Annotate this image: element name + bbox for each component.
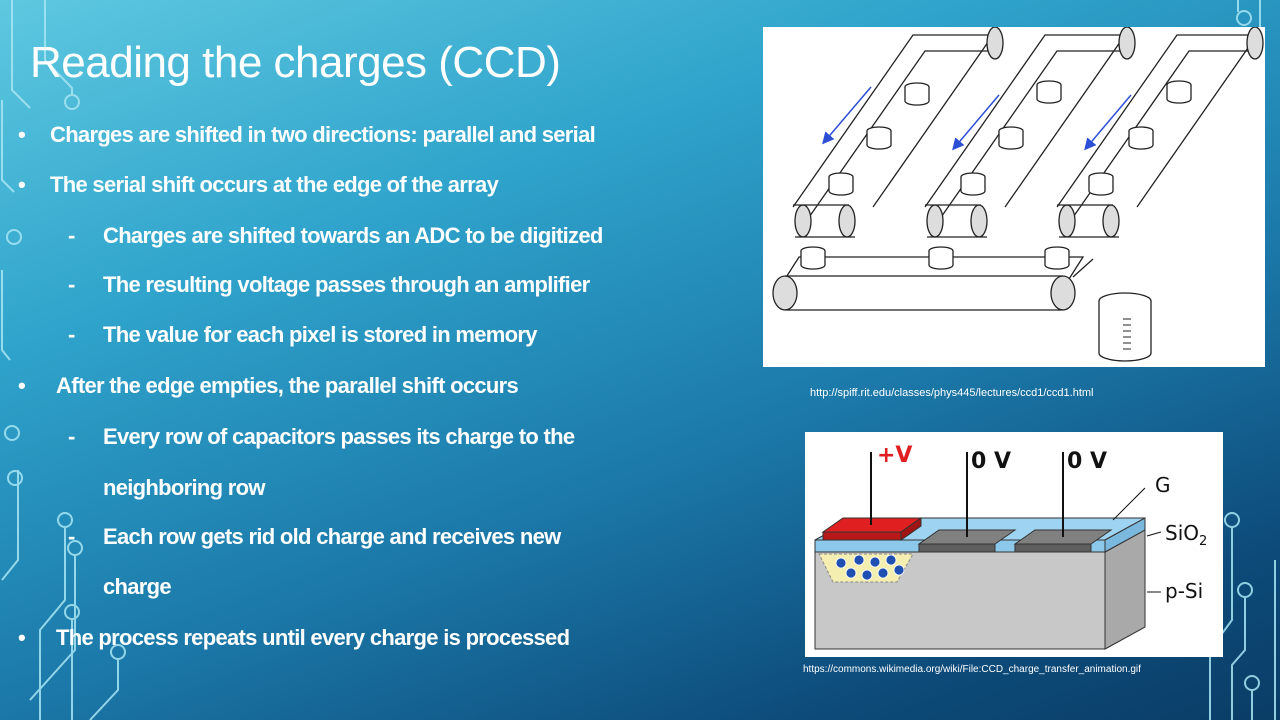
bullet-text: The serial shift occurs at the edge of t… — [50, 172, 499, 197]
bullet-text: After the edge empties, the parallel shi… — [56, 373, 519, 398]
cross-section-illustration: +V 0 V 0 V G SiO2 p-Si — [814, 443, 1207, 650]
sub-bullet-marker: - — [68, 424, 75, 449]
bullet-marker: • — [18, 122, 26, 147]
ccd-cross-section-figure: +V 0 V 0 V G SiO2 p-Si — [805, 432, 1223, 657]
parallel-belt-1 — [792, 26, 1004, 238]
continuation-text: neighboring row — [103, 475, 266, 500]
sub-bullet-marker: - — [68, 272, 75, 297]
parallel-belt-2 — [924, 26, 1136, 238]
sub-bullet-text: The value for each pixel is stored in me… — [103, 322, 538, 347]
label-psi: p-Si — [1165, 579, 1203, 603]
sub-bullet-marker: - — [68, 223, 75, 248]
label-sio2: SiO2 — [1165, 521, 1207, 549]
figure2-credit[interactable]: https://commons.wikimedia.org/wiki/File:… — [803, 664, 1141, 675]
charge-buckets — [800, 80, 1192, 270]
electrons — [835, 554, 905, 581]
bullet-marker: • — [18, 172, 26, 197]
sub-bullet-marker: - — [68, 524, 75, 549]
sub-bullet-text: Every row of capacitors passes its charg… — [103, 424, 575, 449]
parallel-belt-3 — [1056, 26, 1264, 238]
label-plus-v: +V — [877, 443, 912, 468]
conveyor-illustration — [772, 26, 1264, 362]
ccd-conveyor-figure — [763, 26, 1265, 367]
sub-bullet-text: The resulting voltage passes through an … — [103, 272, 590, 297]
bullet-text: The process repeats until every charge i… — [56, 625, 570, 650]
label-zero-v-1: 0 V — [971, 449, 1011, 474]
figure1-credit[interactable]: http://spiff.rit.edu/classes/phys445/lec… — [810, 387, 1094, 399]
bullet-marker: • — [18, 373, 26, 398]
sub-bullet-text: Charges are shifted towards an ADC to be… — [103, 223, 603, 248]
bullet-marker: • — [18, 625, 26, 650]
label-zero-v-2: 0 V — [1067, 449, 1107, 474]
sub-bullet-marker: - — [68, 322, 75, 347]
slide-title: Reading the charges (CCD) — [30, 38, 561, 87]
continuation-text: charge — [103, 574, 172, 599]
measuring-cylinder — [1098, 292, 1152, 362]
sub-bullet-text: Each row gets rid old charge and receive… — [103, 524, 561, 549]
shift-arrows — [822, 86, 1132, 151]
bullet-text: Charges are shifted in two directions: p… — [50, 122, 596, 147]
label-gate: G — [1155, 473, 1171, 497]
